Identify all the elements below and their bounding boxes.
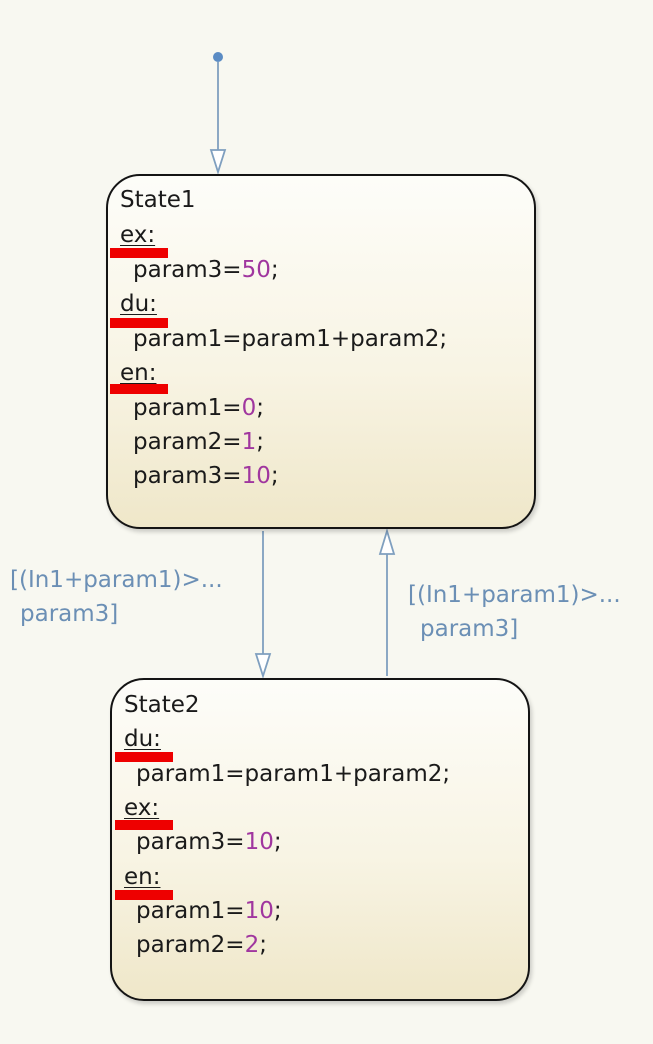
- code-text: param2=: [136, 932, 245, 958]
- state2-exit-label: ex:: [124, 795, 160, 821]
- state1-box[interactable]: [106, 174, 536, 529]
- code-text: param3=: [136, 829, 245, 855]
- state2-during-action-1: param1=param1+param2;: [136, 761, 451, 787]
- state1-during-action-1: param1=param1+param2;: [133, 326, 448, 352]
- code-number: 10: [244, 829, 274, 855]
- state2-entry-label: en:: [124, 864, 161, 890]
- code-text: ;: [256, 395, 264, 421]
- code-text: ;: [273, 898, 282, 924]
- state1-exit-action-1: param3=50;: [133, 254, 279, 286]
- state1-entry-action-2: param2=1;: [133, 426, 264, 458]
- code-text: param1=: [136, 898, 245, 924]
- code-text: param3=: [133, 257, 242, 283]
- transition-down-label-line1[interactable]: [(In1+param1)>...: [10, 567, 223, 593]
- code-text: param2=: [133, 429, 242, 455]
- code-number: 0: [241, 395, 257, 421]
- code-text: ;: [270, 463, 279, 489]
- code-number: 10: [244, 898, 274, 924]
- state2-box[interactable]: [110, 678, 530, 1001]
- state2-entry-highlight: [115, 890, 173, 900]
- state2-title: State2: [124, 692, 200, 718]
- code-text: ;: [273, 829, 282, 855]
- state1-exit-highlight: [110, 248, 168, 258]
- state2-during-label: du:: [124, 726, 161, 752]
- state1-entry-action-3: param3=10;: [133, 460, 279, 492]
- state2-during-highlight: [115, 752, 173, 762]
- code-number: 1: [241, 429, 257, 455]
- transition-down-label-line2[interactable]: param3]: [20, 601, 119, 627]
- code-number: 10: [241, 463, 271, 489]
- state1-entry-label: en:: [120, 360, 157, 386]
- state2-exit-action-1: param3=10;: [136, 826, 282, 858]
- state2-exit-highlight: [115, 820, 173, 830]
- state1-title: State1: [120, 187, 196, 213]
- transition-up-label-line1[interactable]: [(In1+param1)>...: [408, 582, 621, 608]
- transition-up-arrowhead: [378, 527, 396, 555]
- default-transition-dot[interactable]: [213, 52, 223, 62]
- state1-during-label: du:: [120, 291, 157, 317]
- state1-entry-action-1: param1=0;: [133, 392, 264, 424]
- code-text: ;: [270, 257, 279, 283]
- state2-entry-action-1: param1=10;: [136, 895, 282, 927]
- state2-entry-action-2: param2=2;: [136, 929, 267, 961]
- code-text: param1=: [133, 395, 242, 421]
- state1-exit-label: ex:: [120, 222, 156, 248]
- code-text: param3=: [133, 463, 242, 489]
- default-transition-arrowhead: [209, 149, 227, 175]
- code-text: ;: [256, 429, 264, 455]
- code-number: 2: [244, 932, 260, 958]
- code-text: ;: [259, 932, 267, 958]
- code-number: 50: [241, 257, 271, 283]
- transition-up-label-line2[interactable]: param3]: [420, 616, 519, 642]
- transition-down-arrowhead: [254, 653, 272, 679]
- state1-during-highlight: [110, 318, 168, 328]
- state1-entry-highlight: [110, 384, 168, 394]
